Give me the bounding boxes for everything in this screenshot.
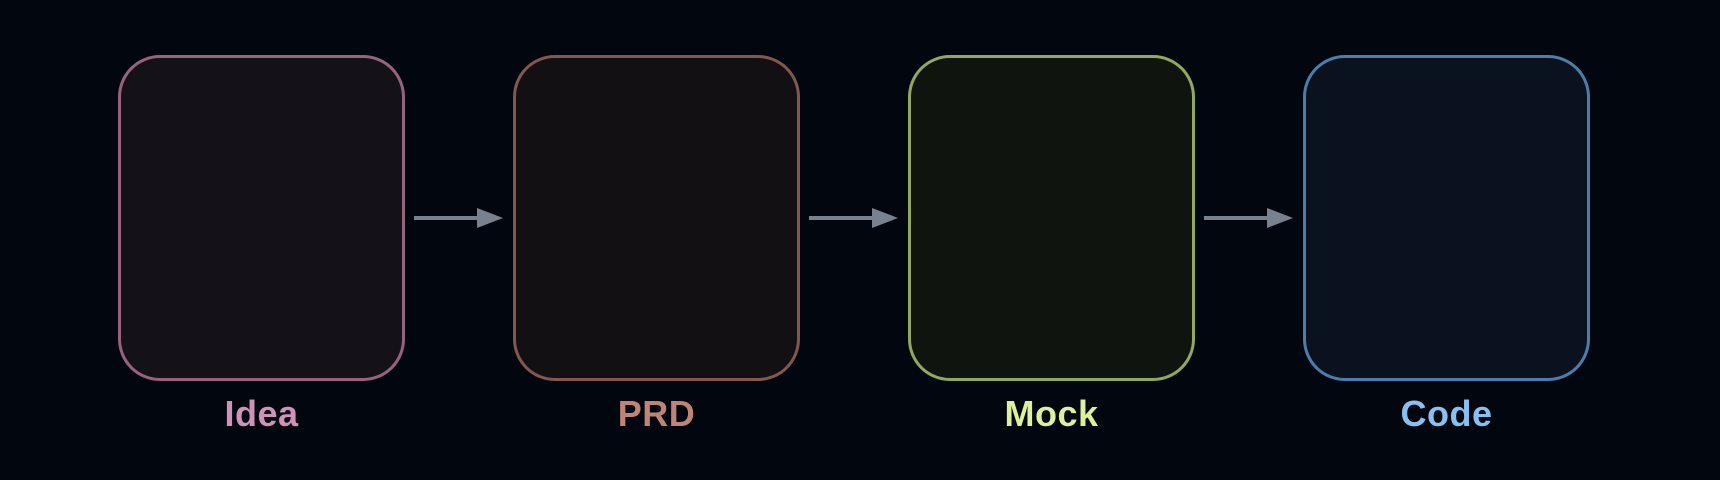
flow-row: Idea PRD Mock (118, 55, 1590, 434)
node-box-mock (908, 55, 1195, 381)
connector-prd-mock (800, 55, 908, 381)
flow-node-mock: Mock (908, 55, 1195, 434)
node-label-idea: Idea (224, 393, 299, 434)
flow-node-idea: Idea (118, 55, 405, 434)
arrow-right-icon (1204, 208, 1293, 228)
node-label-mock: Mock (1004, 393, 1099, 434)
flow-node-prd: PRD (513, 55, 800, 434)
arrow-right-icon (809, 208, 898, 228)
node-box-idea (118, 55, 405, 381)
connector-mock-code (1195, 55, 1303, 381)
arrow-right-icon (414, 208, 503, 228)
node-box-prd (513, 55, 800, 381)
node-label-prd: PRD (617, 393, 696, 434)
flow-node-code: Code (1303, 55, 1590, 434)
node-label-code: Code (1400, 393, 1493, 434)
node-box-code (1303, 55, 1590, 381)
connector-idea-prd (405, 55, 513, 381)
